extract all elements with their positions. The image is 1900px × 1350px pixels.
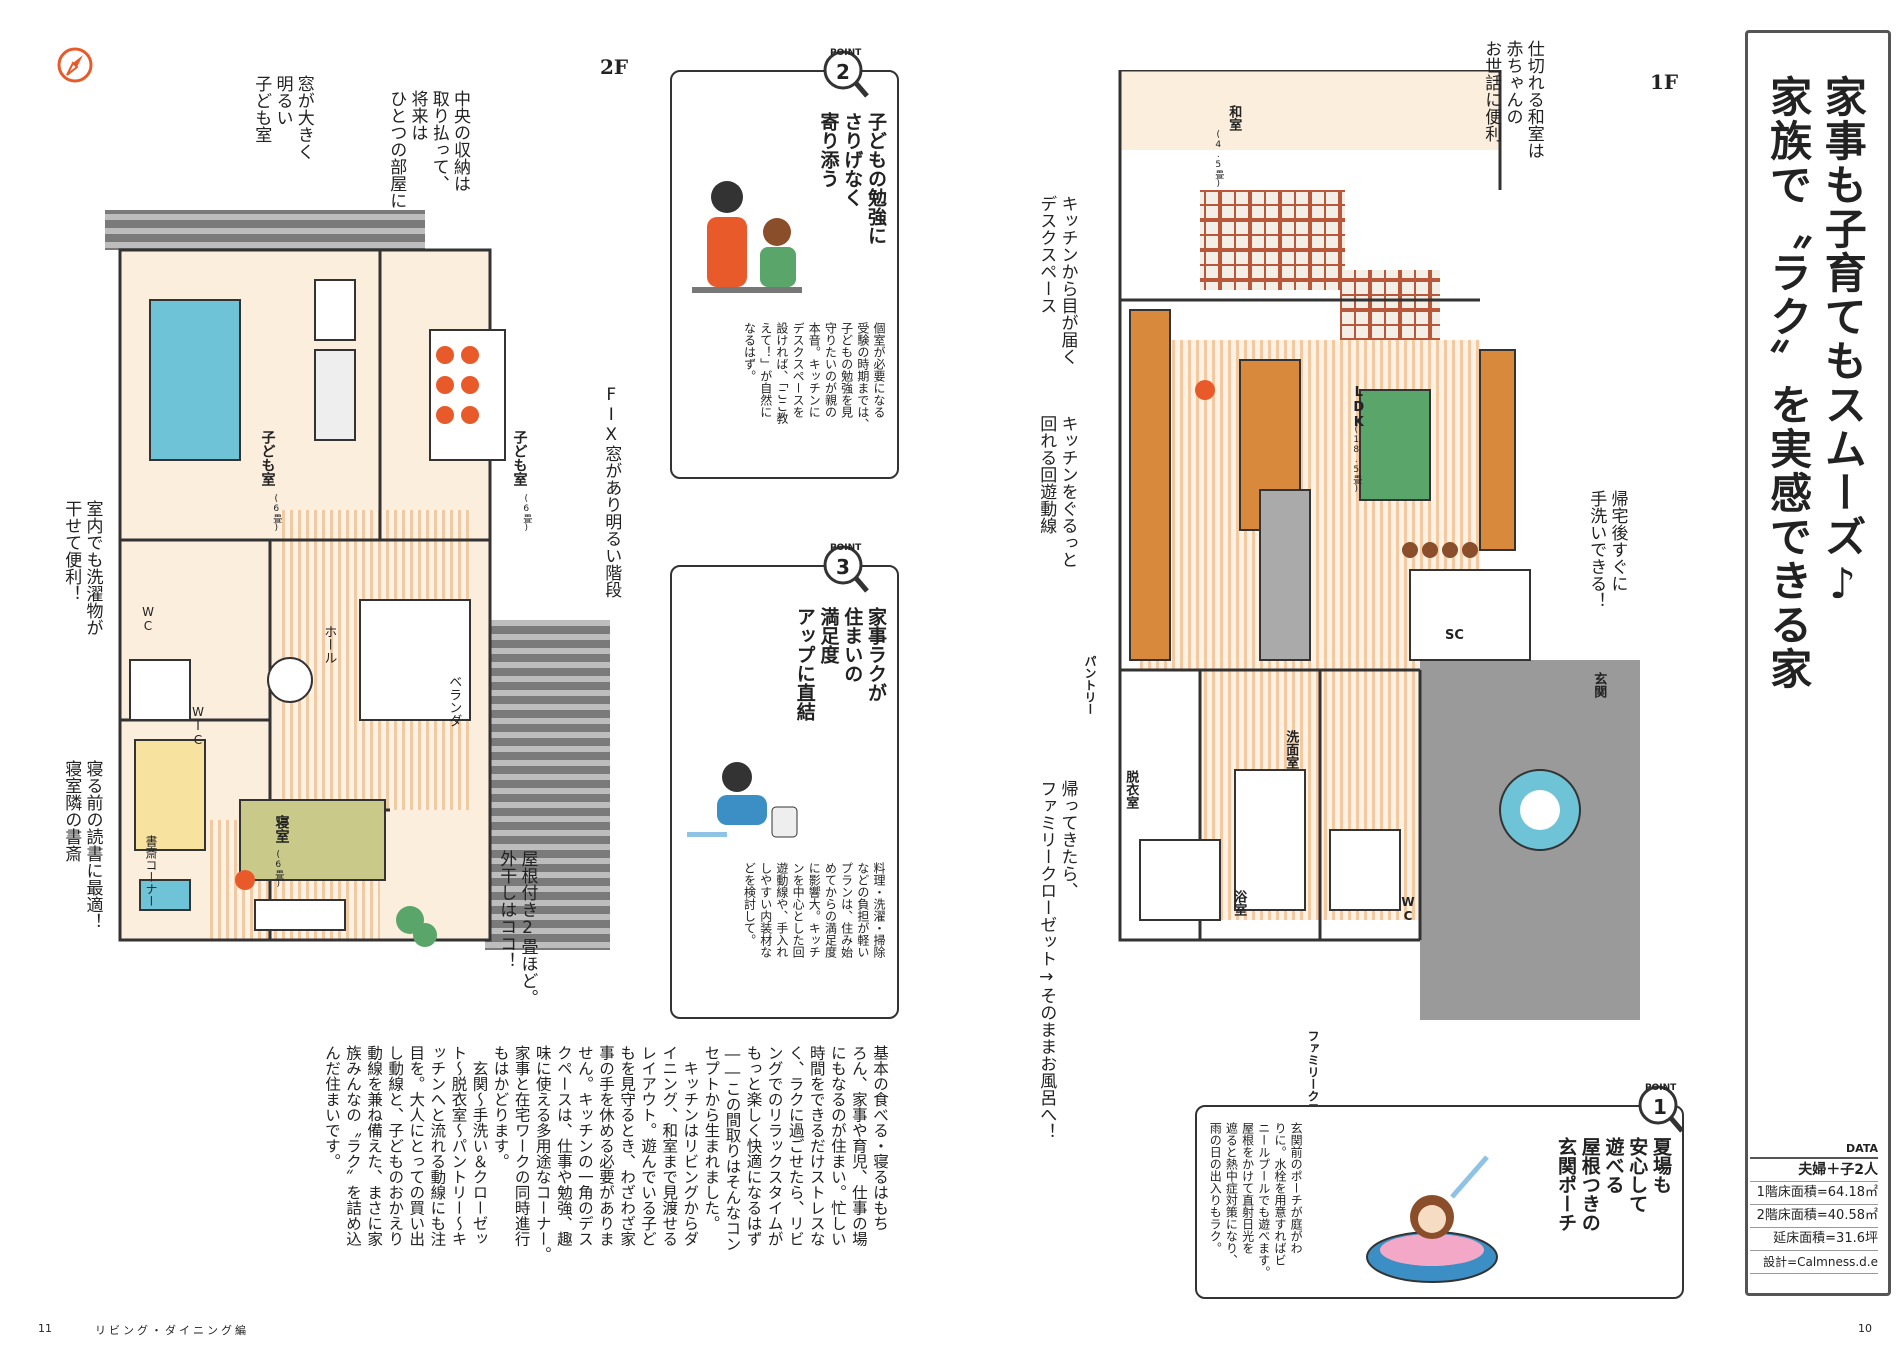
callout-bright-kids-room: 窓が大きく 明るい 子ども室 [251,75,314,160]
room-label-bath: 浴室 [1231,890,1247,916]
point-3-badge: POINT [830,543,862,553]
title-box [1745,30,1891,1296]
data-household: 夫婦＋子2人 [1750,1159,1878,1182]
room-label-kids-1: 子ども室 [259,430,276,486]
point-2-body: 個室が必要になる 受験の時期までは、 子どもの勉強を見 守りたいのが親の 本音。… [742,322,887,430]
room-label-wc: WC [141,605,155,633]
floor-plan-1f [1118,70,1640,1020]
point-1-body: 玄関前のポーチが庭がわ りに。水栓を用意すればビ ニールプールでも遊べます。 屋… [1208,1122,1304,1278]
point-3-number: 3 [836,555,850,579]
callout-central-storage: 中央の収納は 取り払って、 将来は ひとつの部屋に [386,90,470,209]
room-label-ldk: LDK [1351,385,1367,430]
point-1-number: 1 [1653,1095,1667,1119]
point-3-box: POINT 3 家事ラクが 住まいの 満足度 アップに直結 料理・洗濯・掃除 な… [670,543,899,1019]
room-label-bedroom-size: (6畳) [273,850,284,889]
point-2-heading: 子どもの勉強に さりげなく 寄り添う [817,112,888,245]
data-total-area: 延床面積=31.6坪 [1750,1228,1878,1251]
point-3-body: 料理・洗濯・掃除 などの負担が軽い プランは、住み始 めてからの満足度 に影響大… [742,862,887,958]
room-label-kids-2: 子ども室 [511,430,528,486]
data-designer: 設計=Calmness.d.e [1750,1251,1878,1274]
callout-desk-space: キッチンから目が届く デスクスペース [1036,195,1078,365]
magnifier-icon [1638,1085,1684,1133]
study-illustration [692,181,802,293]
room-label-kids-1-size: (6畳) [271,494,282,533]
page-number-right: 10 [1858,1322,1872,1335]
room-label-pantry: パントリー [1083,655,1097,715]
magnifier-icon [823,545,869,593]
magnifier-icon [823,50,869,98]
point-2-box: POINT 2 子どもの勉強に さりげなく 寄り添う 個室が必要になる 受験の時… [670,48,899,479]
room-label-washroom: 洗面室 [1283,730,1299,769]
callout-indoor-drying: 室内でも洗濯物が 干せて便利！ [61,500,103,636]
room-label-washitsu: 和室 [1226,105,1242,131]
compass-icon [55,45,95,85]
callout-washitsu: 仕切れる和室は 赤ちゃんの お世話に便利 [1481,40,1544,159]
floor-label-2f: 2F [600,55,629,79]
room-label-dressing: 脱衣室 [1123,770,1139,809]
callout-study-nook: 寝る前の読書に最適！ 寝室隣の書斎 [61,760,103,930]
point-2-badge: POINT [830,48,862,58]
cleaning-illustration [687,762,798,838]
body-text: 基本の食べる・寝るはもち ろん、家事や育児、仕事の場 にもなるのが住まい。忙しい… [322,1045,889,1262]
point-1-heading: 夏場も 安心して 遊べる 屋根つきの 玄関ポーチ [1555,1137,1672,1232]
page-number-left: 11 [38,1322,52,1335]
room-label-genkan: 玄関 [1591,672,1607,698]
page-title: 家事も子育てもスムーズ♪ 家族で〝ラク〟を実感できる家 [1763,75,1868,691]
data-box: DATA 夫婦＋子2人 1階床面積=64.18㎡ 2階床面積=40.58㎡ 延床… [1750,1142,1878,1274]
floor-label-1f: 1F [1650,70,1679,94]
section-label: リビング・ダイニング編 [95,1324,249,1337]
callout-family-closet: 帰ってきたら、 ファミリークローゼット→そのままお風呂へ！ [1036,780,1078,1140]
room-label-bedroom: 寝室 [273,815,290,843]
room-label-wic: WIC [191,705,205,747]
room-label-sc: SC [1445,628,1464,643]
data-1f-area: 1階床面積=64.18㎡ [1750,1182,1878,1205]
room-label-kids-2-size: (6畳) [521,494,532,533]
floor-plan-2f [105,210,610,950]
pool-illustration [1366,1155,1498,1283]
callout-circulation: キッチンをぐるっと 回れる回遊動線 [1036,415,1078,568]
callout-handwash: 帰宅後すぐに 手洗いできる！ [1586,490,1628,609]
point-1-badge: POINT [1645,1083,1677,1093]
data-label: DATA [1750,1142,1878,1159]
room-label-wc-1f: WC [1401,895,1415,923]
room-label-washitsu-size: (4.5畳) [1213,130,1224,189]
callout-fix-window: FIX窓があり明るい階段 [601,385,622,598]
room-label-hall: ホール [321,625,337,664]
point-3-heading: 家事ラクが 住まいの 満足度 アップに直結 [793,607,887,721]
room-label-ldk-size: (18.5畳) [1351,425,1362,494]
room-label-study: 書斎コーナー [144,835,158,907]
data-2f-area: 2階床面積=40.58㎡ [1750,1205,1878,1228]
point-2-number: 2 [836,60,850,84]
point-1-box: POINT 1 夏場も 安心して 遊べる 屋根つきの 玄関ポーチ 玄関前のポーチ… [1195,1083,1684,1299]
room-label-veranda: ベランダ [446,675,462,727]
callout-outdoor-drying: 屋根付き2畳ほど。 外干しはココ！ [496,850,538,1006]
